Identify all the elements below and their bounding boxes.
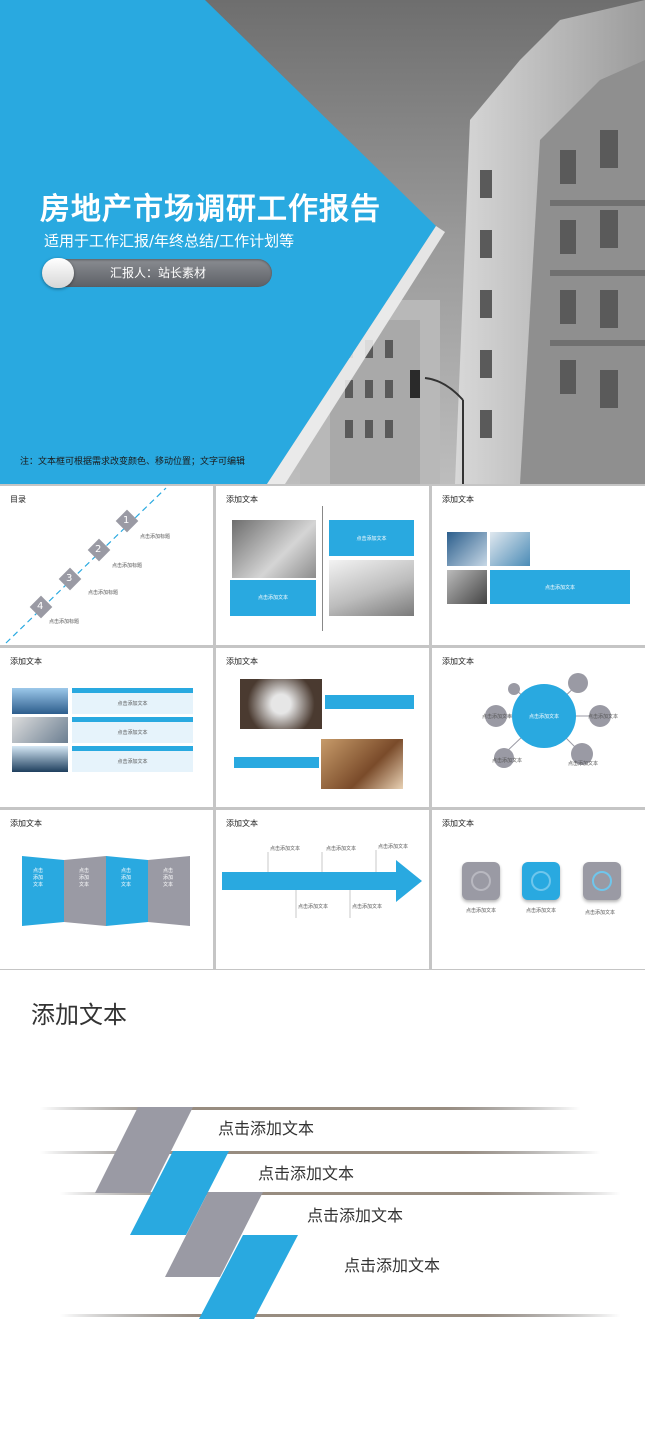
- slide-title: 添加文本: [442, 657, 474, 666]
- laptop-photo: [329, 560, 414, 616]
- ring-icon: [592, 871, 612, 891]
- blue-bar: [234, 757, 319, 768]
- slide-title: 添加文本: [442, 819, 474, 828]
- bubble-label: 点击添加文本: [482, 714, 513, 720]
- toc-num: 4: [37, 601, 44, 612]
- panel-label: 点击添加文本: [121, 868, 132, 888]
- slide-2[interactable]: 添加文本 点击添加文本 点击添加文本: [216, 486, 429, 645]
- toc-item-label: 点击添加标题: [140, 534, 171, 540]
- text-row[interactable]: 点击添加文本: [72, 688, 193, 714]
- slide-title: 添加文本: [31, 1001, 127, 1029]
- reporter-knob: [42, 258, 74, 288]
- meeting-photo: [12, 717, 68, 743]
- slide-6[interactable]: 添加文本 点击添加文本 点击添加文本 点击添加文本 点击添加文本 点击添加文本: [432, 648, 645, 807]
- slide-title: 添加文本: [226, 657, 258, 666]
- slide-7[interactable]: 添加文本 点击添加文本 点击添加文本 点击添加文本 点击添加文本: [0, 810, 213, 969]
- text-box[interactable]: 点击添加文本: [490, 570, 630, 604]
- slide-title: 添加文本: [226, 495, 258, 504]
- handshake-photo: [447, 532, 487, 566]
- slide-title: 添加文本: [442, 495, 474, 504]
- bubble-label: 点击添加文本: [588, 714, 619, 720]
- slide-detail: 添加文本 点击添加文本 点击添加文本 点击添加文本 点击添加文本: [0, 970, 645, 1455]
- reporter-pill: 汇报人：站长素材: [42, 258, 272, 288]
- toc-item-label: 点击添加标题: [112, 563, 143, 569]
- stepped-parallelograms: [40, 1107, 620, 1319]
- text-box[interactable]: 点击添加文本: [230, 580, 316, 616]
- timeline-label: 点击添加文本: [270, 846, 301, 852]
- bubble-label: 点击添加文本: [492, 758, 523, 764]
- toc-item-label: 点击添加标题: [49, 619, 80, 625]
- icon-label: 点击添加文本: [526, 908, 557, 914]
- toc-item-label: 点击添加标题: [88, 590, 119, 596]
- cover-subtitle: 适用于工作汇报/年终总结/工作计划等: [44, 232, 295, 250]
- step-label: 点击添加文本: [307, 1206, 404, 1225]
- team-table-photo: [240, 679, 322, 729]
- icon-tile-gray[interactable]: [462, 862, 500, 900]
- skyline-photo: [12, 688, 68, 714]
- divider-line: [322, 506, 323, 631]
- panel-label: 点击添加文本: [79, 868, 90, 888]
- step-label: 点击添加文本: [258, 1164, 355, 1183]
- timeline-label: 点击添加文本: [326, 846, 357, 852]
- cover-note: 注：文本框可根据需求改变颜色、移动位置；文字可编辑: [20, 457, 246, 467]
- slide-3[interactable]: 添加文本 点击添加文本: [432, 486, 645, 645]
- team-photo: [12, 746, 68, 772]
- center-label: 点击添加文本: [528, 714, 559, 720]
- slide-title: 添加文本: [10, 819, 42, 828]
- slide-toc[interactable]: 目录 1 2 3 4 点击添加标题 点击添加标题 点击添加标题 点击添加标题: [0, 486, 213, 645]
- toc-diagonal-line: [5, 487, 167, 644]
- reporter-label: 汇报人：站长素材: [110, 266, 207, 280]
- text-box[interactable]: 点击添加文本: [329, 520, 414, 556]
- bubble-label: 点击添加文本: [568, 761, 599, 767]
- step-label: 点击添加文本: [218, 1119, 315, 1138]
- slide-5[interactable]: 添加文本: [216, 648, 429, 807]
- icon-label: 点击添加文本: [466, 908, 497, 914]
- group-meeting-photo: [321, 739, 403, 789]
- chart-document-photo: [490, 532, 530, 566]
- slide-title: 添加文本: [10, 657, 42, 666]
- ring-icon: [471, 871, 491, 891]
- slide-thumbnail-grid: 目录 1 2 3 4 点击添加标题 点击添加标题 点击添加标题 点击添加标题 添…: [0, 484, 645, 970]
- slide-title: 目录: [10, 495, 26, 504]
- slide-9[interactable]: 添加文本 点击添加文本 点击添加文本 点击添加文本: [432, 810, 645, 969]
- blue-bar: [325, 695, 414, 709]
- timeline-label: 点击添加文本: [298, 904, 329, 910]
- text-row[interactable]: 点击添加文本: [72, 717, 193, 743]
- icon-tile-blue[interactable]: [522, 862, 560, 900]
- panel-label: 点击添加文本: [163, 868, 174, 888]
- cover-title: 房地产市场调研工作报告: [40, 192, 381, 227]
- icon-tile-gray[interactable]: [583, 862, 621, 900]
- slide-8[interactable]: 添加文本 点击添加文本 点击添加文本 点击添加文本 点击添加文本 点击添加文本: [216, 810, 429, 969]
- toc-num: 3: [66, 573, 73, 584]
- tablet-office-photo: [232, 520, 316, 578]
- timeline-label: 点击添加文本: [378, 844, 409, 850]
- timeline-label: 点击添加文本: [352, 904, 383, 910]
- step-label: 点击添加文本: [344, 1256, 441, 1275]
- toc-num: 2: [95, 544, 102, 555]
- panel-label: 点击添加文本: [33, 868, 44, 888]
- bubble-diagram: [485, 673, 611, 768]
- cover-slide: 房地产市场调研工作报告 适用于工作汇报/年终总结/工作计划等 汇报人：站长素材 …: [0, 0, 645, 484]
- folded-panels: [22, 856, 190, 926]
- slide-4[interactable]: 添加文本 点击添加文本 点击添加文本 点击添加文本: [0, 648, 213, 807]
- ring-icon: [531, 871, 551, 891]
- slide-title: 添加文本: [226, 819, 258, 828]
- city-building-photo: [0, 0, 645, 484]
- toc-num: 1: [123, 515, 130, 526]
- icon-label: 点击添加文本: [585, 910, 616, 916]
- text-row[interactable]: 点击添加文本: [72, 746, 193, 772]
- bar-graph-photo: [447, 570, 487, 604]
- timeline-arrow: [222, 850, 422, 918]
